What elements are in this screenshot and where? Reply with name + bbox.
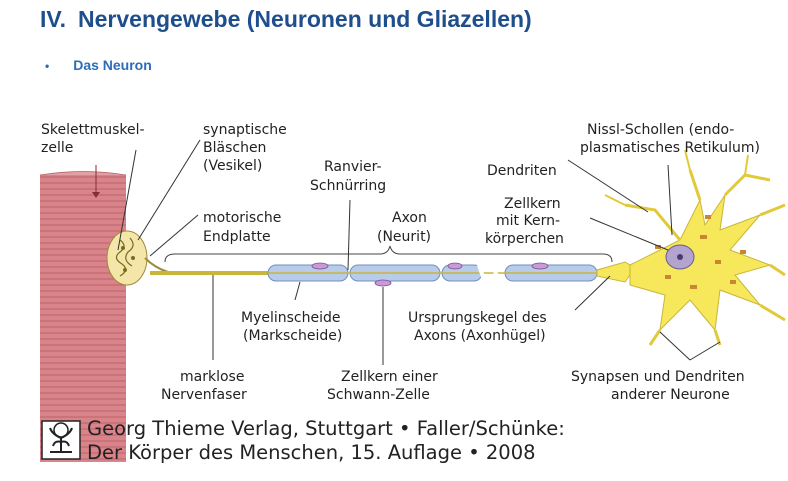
label-synaptic-vesicles-2: Bläschen <box>203 140 266 156</box>
axon-hillock <box>596 261 636 283</box>
label-axon: Axon <box>392 210 427 226</box>
myelin-sheath <box>267 261 598 287</box>
slide-title-text: Nervengewebe (Neuronen und Gliazellen) <box>78 6 532 32</box>
subtitle-text: Das Neuron <box>73 57 152 73</box>
label-nucleus-3: körperchen <box>485 231 564 247</box>
label-schwann-nucleus-2: Schwann-Zelle <box>327 387 430 403</box>
label-unmyelinated-fiber-2: Nervenfaser <box>161 387 247 403</box>
slide-title: IV. Nervengewebe (Neuronen und Gliazellen… <box>40 6 532 33</box>
credit-line-2: Der Körper des Menschen, 15. Auflage • 2… <box>87 441 536 464</box>
axon-brace <box>164 245 613 263</box>
label-skeletal-muscle: Skelettmuskel- <box>41 122 145 138</box>
label-axon-hillock: Ursprungskegel des <box>408 310 547 326</box>
bullet-icon: • <box>45 59 50 73</box>
skeletal-muscle-cell <box>39 165 127 462</box>
label-nucleus-2: mit Kern- <box>496 213 560 229</box>
label-synapses: Synapsen und Dendriten <box>571 369 745 385</box>
label-motor-end-plate: motorische <box>203 210 281 226</box>
leader-lines <box>117 139 721 365</box>
label-myelin-sheath: Myelinscheide <box>241 310 341 326</box>
label-unmyelinated-fiber: marklose <box>180 369 244 385</box>
label-nissl-bodies: Nissl-Schollen (endo- <box>587 122 734 138</box>
label-nissl-bodies-2: plasmatisches Retikulum) <box>580 140 760 156</box>
label-synaptic-vesicles-3: (Vesikel) <box>203 158 262 174</box>
label-skeletal-muscle-2: zelle <box>41 140 73 156</box>
label-axon-2: (Neurit) <box>377 229 431 245</box>
label-synaptic-vesicles: synaptische <box>203 122 287 138</box>
motor-end-plate <box>106 230 169 286</box>
label-node-of-ranvier-2: Schnürring <box>310 178 386 194</box>
label-motor-end-plate-2: Endplatte <box>203 229 271 245</box>
credit-line-1: Georg Thieme Verlag, Stuttgart • Faller/… <box>87 417 565 440</box>
label-node-of-ranvier: Ranvier- <box>324 159 382 175</box>
subtitle: • Das Neuron <box>45 57 152 73</box>
label-dendrites: Dendriten <box>487 163 557 179</box>
slide-number: IV. <box>40 6 67 32</box>
publisher-logo <box>41 420 81 460</box>
label-synapses-2: anderer Neurone <box>611 387 730 403</box>
neuron-cell-body <box>604 149 786 346</box>
label-myelin-sheath-2: (Markscheide) <box>243 328 342 344</box>
label-axon-hillock-2: Axons (Axonhügel) <box>414 328 546 344</box>
label-schwann-nucleus: Zellkern einer <box>341 369 438 385</box>
label-nucleus: Zellkern <box>504 196 561 212</box>
